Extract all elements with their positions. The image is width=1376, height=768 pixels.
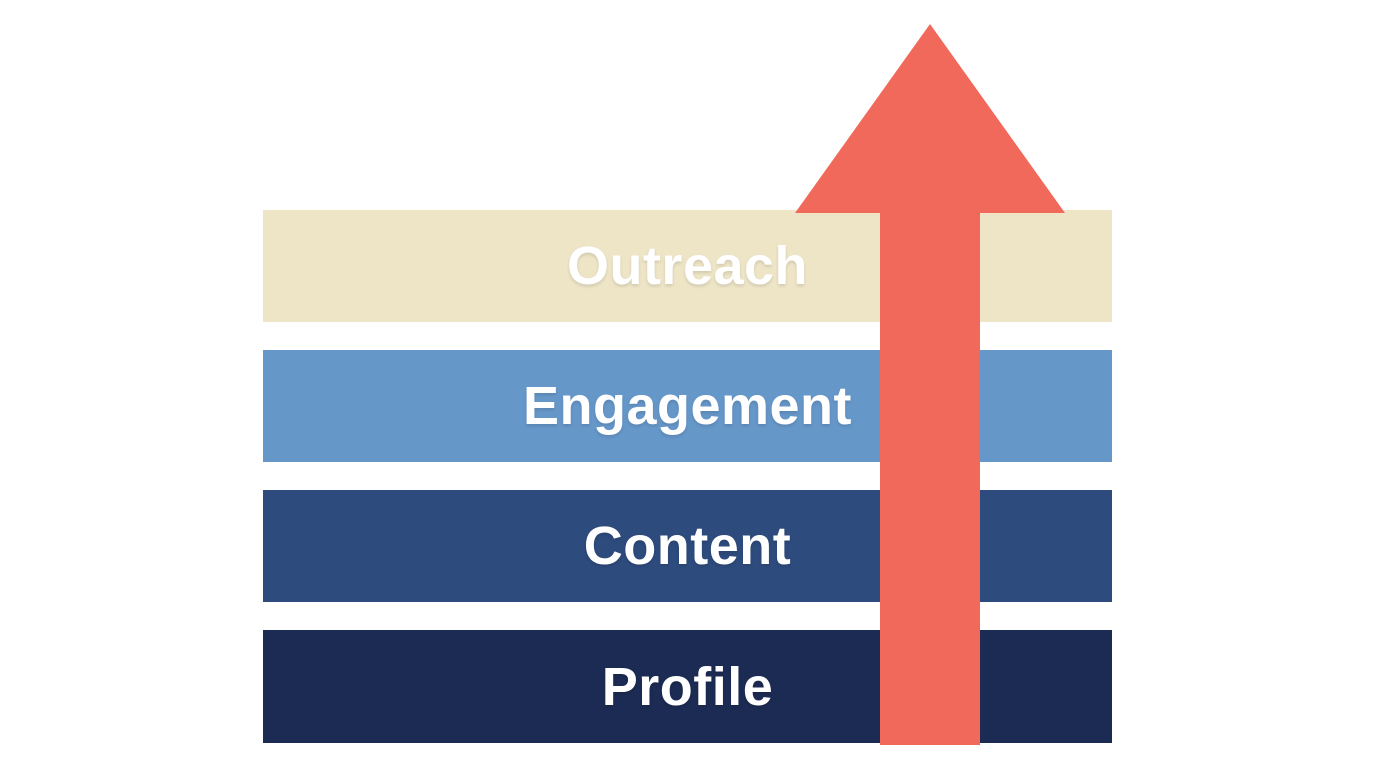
layer-outreach-label: Outreach [566, 236, 809, 296]
layer-outreach: Outreach [263, 210, 1112, 322]
layer-profile: Profile [263, 630, 1112, 743]
layer-content-label: Content [583, 516, 792, 576]
layer-profile-label: Profile [601, 656, 774, 717]
layer-content: Content [263, 490, 1112, 602]
layer-engagement-label: Engagement [522, 376, 853, 436]
up-arrow-shaft [880, 212, 980, 745]
up-arrow-head-icon [795, 24, 1065, 213]
layer-engagement: Engagement [263, 350, 1112, 462]
